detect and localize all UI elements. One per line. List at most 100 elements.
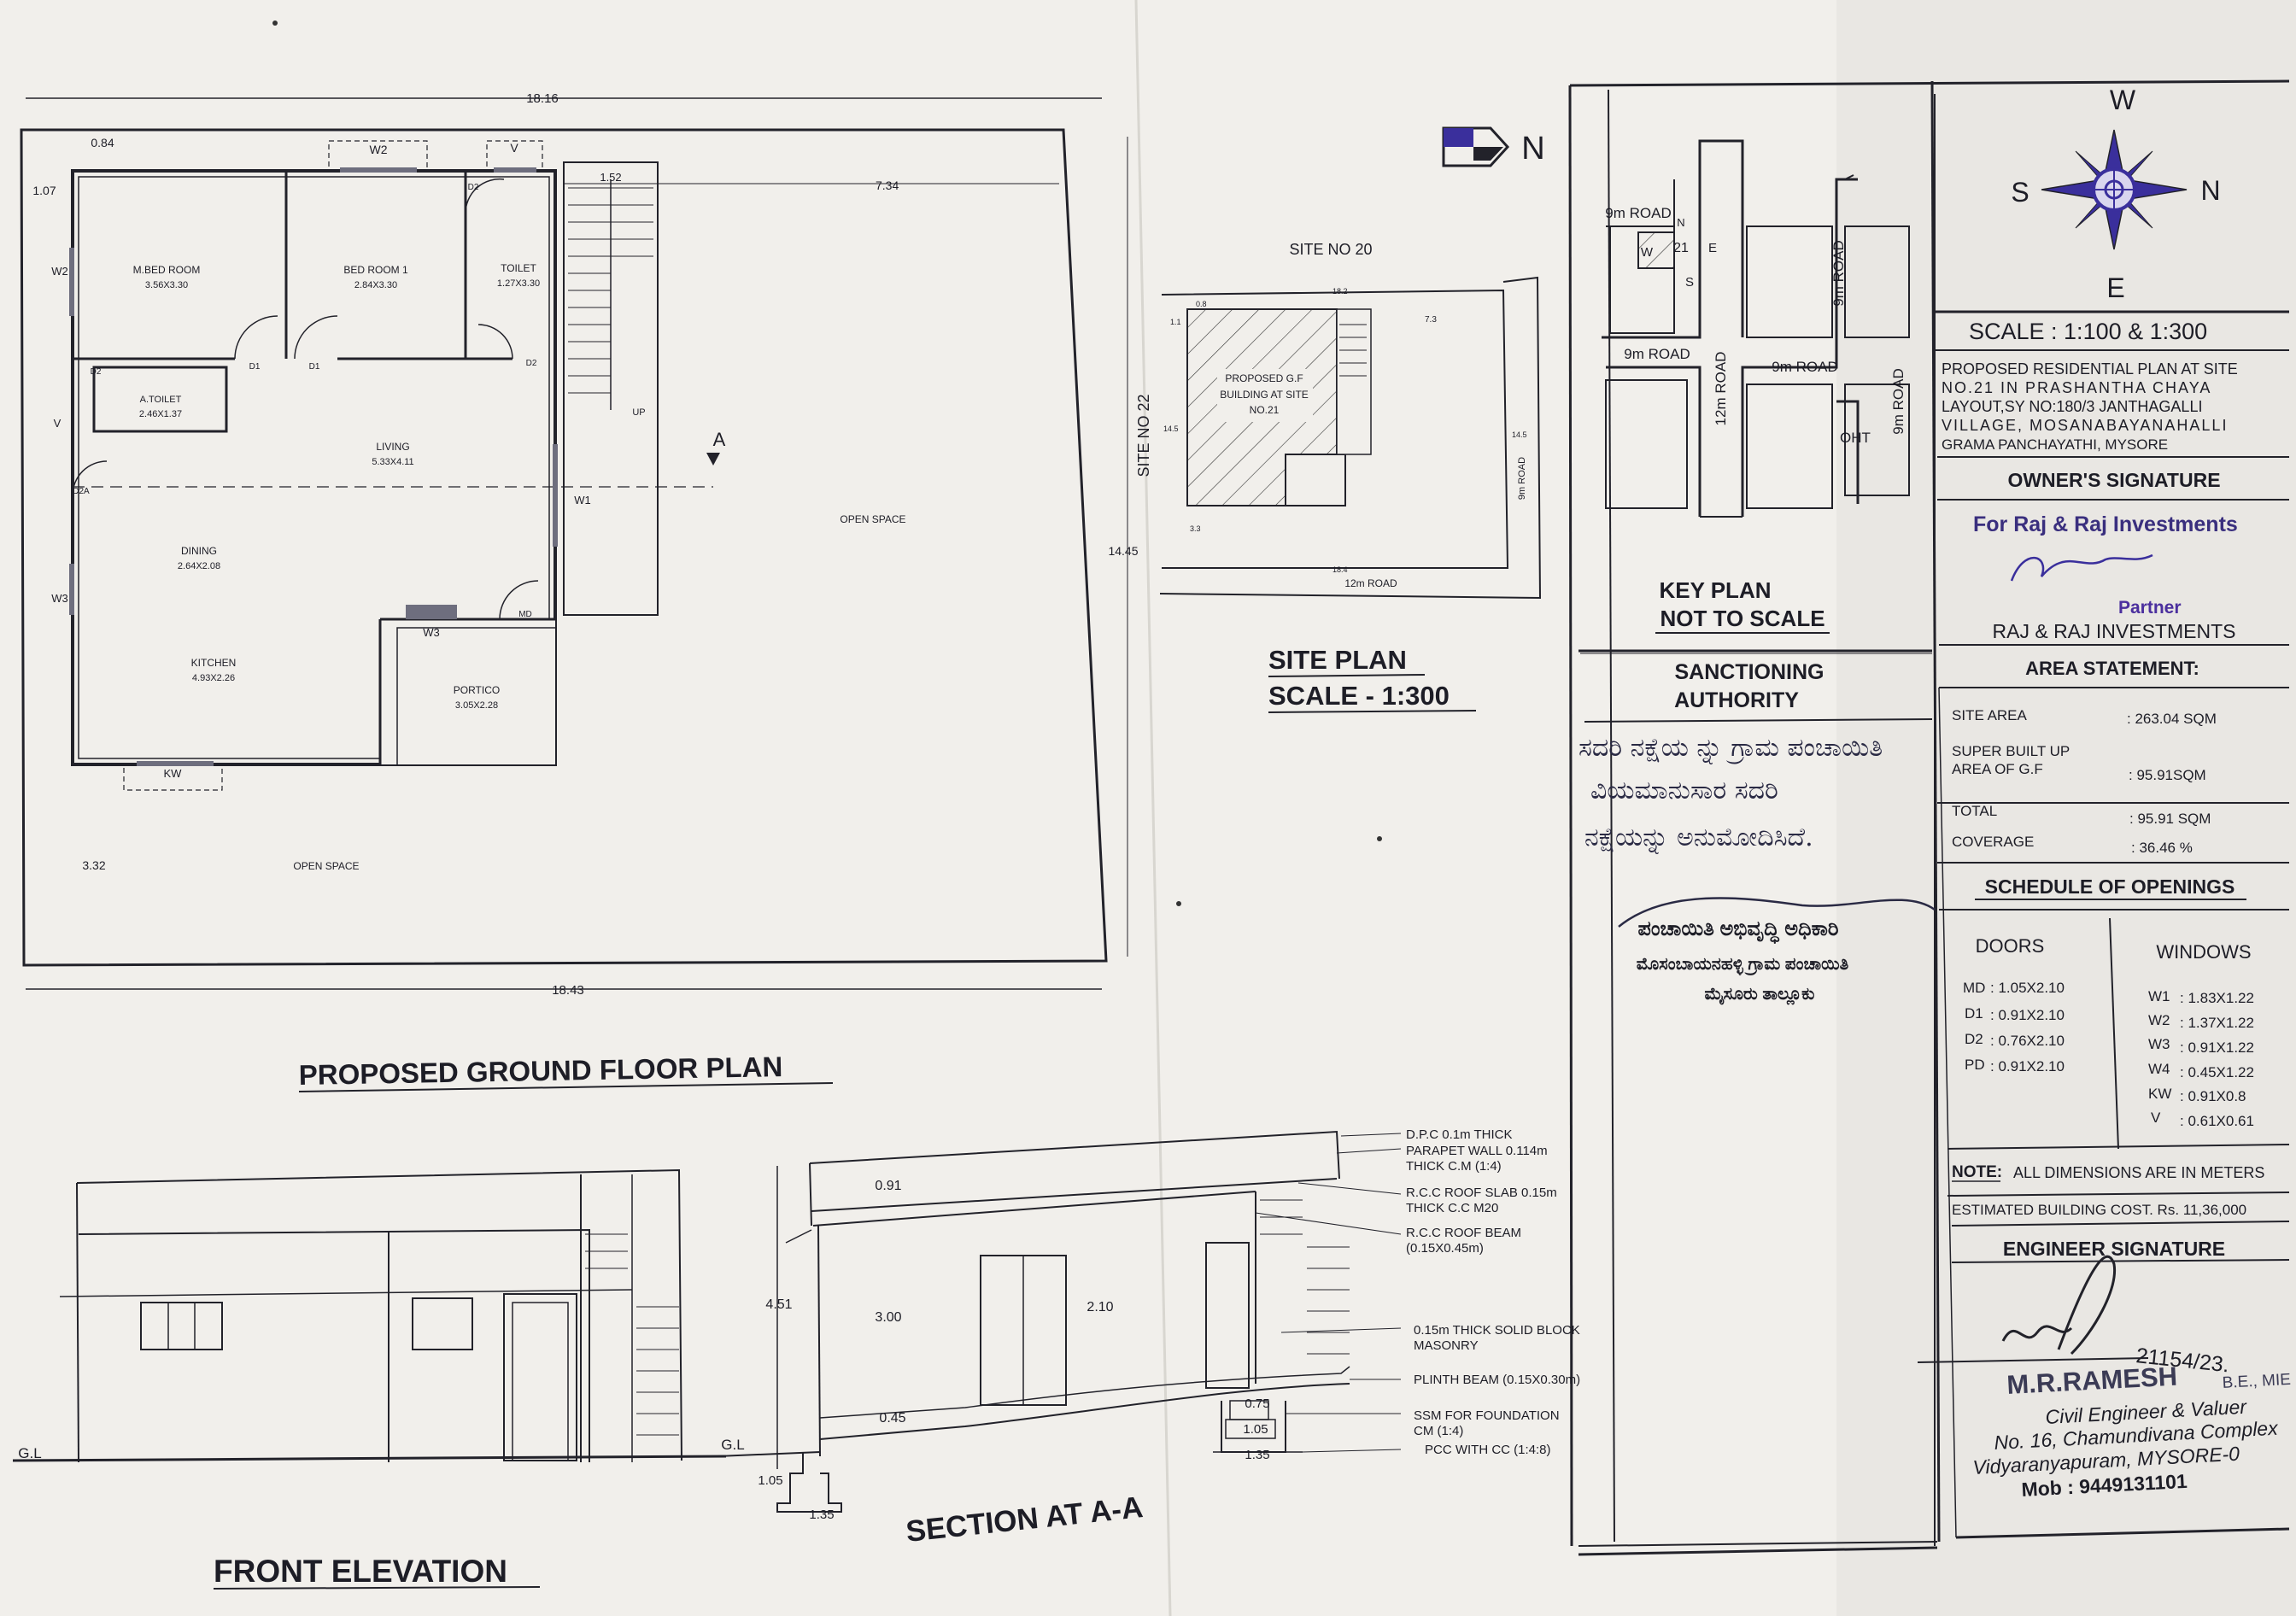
section-dim-fl2: 1.35 bbox=[809, 1508, 834, 1522]
dim-left-a: 0.84 bbox=[91, 136, 114, 149]
note-text: ALL DIMENSIONS ARE IN METERS bbox=[2013, 1164, 2264, 1181]
door-size-1: : 1.05X2.10 bbox=[1990, 980, 2065, 996]
room-living: LIVING bbox=[376, 441, 409, 453]
key-plan: 21 N E S W 9m ROAD 9m ROAD 9m ROAD 12m R… bbox=[1602, 139, 1910, 634]
window-size-6: : 0.61X0.61 bbox=[2180, 1113, 2254, 1129]
room-portico-size: 3.05X2.28 bbox=[455, 700, 498, 711]
area-value-coverage: : 36.46 % bbox=[2131, 840, 2193, 856]
dim-left-b: 1.07 bbox=[32, 184, 56, 197]
elevation-gl: G.L bbox=[18, 1445, 41, 1461]
window-code-4: W4 bbox=[2148, 1061, 2170, 1077]
door-code-1: MD bbox=[1963, 980, 1985, 996]
site-road-right: 9m ROAD bbox=[1517, 457, 1527, 500]
room-m-bed-room-size: 3.56X3.30 bbox=[145, 280, 188, 290]
dim-left-c: 3.32 bbox=[82, 858, 105, 872]
site-dim-bottom: 18.4 bbox=[1332, 565, 1348, 574]
section-arrow-icon bbox=[706, 453, 720, 465]
area-label-built-2: AREA OF G.F bbox=[1952, 761, 2043, 777]
site-building-line-3: NO.21 bbox=[1250, 404, 1280, 416]
window-size-2: : 1.37X1.22 bbox=[2180, 1015, 2254, 1031]
door-size-3: : 0.76X2.10 bbox=[1990, 1033, 2065, 1049]
project-line-3: LAYOUT,SY NO:180/3 JANTHAGALLI bbox=[1942, 398, 2202, 415]
section-note-1: D.P.C 0.1m THICK bbox=[1406, 1127, 1512, 1142]
key-road-6: 9m ROAD bbox=[1890, 368, 1906, 434]
sanction-stamp-line-3: ಮೈಸೂರು ತಾಲ್ಲೂಕು bbox=[1705, 985, 1815, 1006]
dim-top: 18.16 bbox=[526, 91, 559, 106]
section-note-6: PLINTH BEAM (0.15X0.30m) bbox=[1414, 1373, 1580, 1387]
section-note-3a: R.C.C ROOF SLAB 0.15m bbox=[1406, 1186, 1557, 1200]
opening-w3-left: W3 bbox=[51, 592, 68, 605]
area-value-site: : 263.04 SQM bbox=[2127, 711, 2217, 727]
site-building-line-2: BUILDING AT SITE bbox=[1220, 389, 1309, 401]
section-dim-f1: 0.75 bbox=[1245, 1396, 1269, 1411]
section-dim-total: 4.51 bbox=[765, 1297, 792, 1312]
opening-v-top: V bbox=[510, 141, 518, 155]
window-code-6: V bbox=[2151, 1110, 2161, 1126]
section-dim-f2: 1.05 bbox=[1243, 1422, 1268, 1437]
site-plan: SITE NO 20 SITE NO 22 PROPOSED G.F BUILD… bbox=[1135, 241, 1542, 713]
engineer-signature bbox=[2001, 1255, 2117, 1355]
section-stair-steps bbox=[1260, 1199, 1350, 1355]
section-note-7b: CM (1:4) bbox=[1414, 1424, 1463, 1438]
key-road-2: 9m ROAD bbox=[1624, 346, 1690, 362]
compass-rose bbox=[2041, 129, 2188, 250]
area-label-built-1: SUPER BUILT UP bbox=[1952, 743, 2070, 759]
section-dim-height: 3.00 bbox=[875, 1310, 901, 1325]
staircase bbox=[568, 179, 653, 410]
site-dim-side: 1.1 bbox=[1170, 318, 1181, 326]
section-dim-fl1: 1.05 bbox=[758, 1473, 782, 1488]
elevation-stair-steps bbox=[585, 1233, 679, 1436]
door-d2a: D2A bbox=[73, 487, 90, 496]
cost-text: ESTIMATED BUILDING COST. Rs. 11,36,000 bbox=[1952, 1202, 2246, 1218]
sanction-heading-1: SANCTIONING bbox=[1675, 660, 1824, 684]
area-label-site: SITE AREA bbox=[1952, 707, 2028, 723]
site-plan-left-label: SITE NO 22 bbox=[1135, 394, 1152, 477]
sanction-block: SANCTIONING AUTHORITY ಸದರಿ ನಕ್ಷೆಯ ನ್ನು ಗ… bbox=[1578, 660, 1936, 1006]
key-road-5: 9m ROAD bbox=[1830, 240, 1847, 306]
area-label-total: TOTAL bbox=[1952, 803, 1997, 819]
sanction-heading-2: AUTHORITY bbox=[1674, 688, 1799, 712]
window-size-3: : 0.91X1.22 bbox=[2180, 1039, 2254, 1056]
section-dim-f3: 1.35 bbox=[1245, 1448, 1269, 1462]
door-d1-a: D1 bbox=[249, 362, 261, 372]
section-gl: G.L bbox=[721, 1437, 744, 1453]
key-road-4: 12m ROAD bbox=[1713, 352, 1729, 426]
section-note-8: PCC WITH CC (1:4:8) bbox=[1425, 1443, 1551, 1457]
opening-w2-top: W2 bbox=[370, 143, 388, 156]
compass-e: E bbox=[2106, 272, 2124, 303]
owner-heading: OWNER'S SIGNATURE bbox=[2007, 469, 2220, 491]
section-note-4a: R.C.C ROOF BEAM bbox=[1406, 1226, 1521, 1240]
site-plan-top-label: SITE NO 20 bbox=[1289, 241, 1372, 258]
room-bed-room-1: BED ROOM 1 bbox=[343, 264, 408, 276]
doors-heading: DOORS bbox=[1976, 935, 2045, 957]
section-dim-lintel: 2.10 bbox=[1086, 1300, 1113, 1314]
open-space-bottom: OPEN SPACE bbox=[293, 860, 359, 872]
ground-floor-plan: 18.16 18.43 bbox=[20, 91, 1139, 1092]
opening-w1: W1 bbox=[574, 494, 591, 506]
title-block-text: SCALE : 1:100 & 1:300 PROPOSED RESIDENTI… bbox=[1917, 319, 2291, 1501]
engineer-heading: ENGINEER SIGNATURE bbox=[2003, 1238, 2225, 1260]
site-dim-left: 14.5 bbox=[1163, 424, 1179, 433]
key-road-3: 9m ROAD bbox=[1772, 359, 1837, 375]
door-d2-c: D2 bbox=[91, 367, 102, 377]
section-note-4b: (0.15X0.45m) bbox=[1406, 1241, 1484, 1256]
door-d2-a: D2 bbox=[526, 359, 537, 368]
dim-right-top: 7.34 bbox=[876, 179, 899, 192]
key-plan-title: KEY PLAN bbox=[1660, 577, 1772, 603]
site-dim-top-c: 7.3 bbox=[1425, 315, 1437, 325]
room-toilet: TOILET bbox=[501, 262, 536, 274]
compass-n: N bbox=[2200, 175, 2220, 206]
room-dining-size: 2.64X2.08 bbox=[178, 561, 220, 571]
site-dim-top-a: 0.8 bbox=[1196, 300, 1207, 308]
openings-heading: SCHEDULE OF OPENINGS bbox=[1985, 875, 2235, 898]
sanction-hand-line-2: ವಿಯಮಾನುಸಾರ ಸದರಿ bbox=[1590, 776, 1778, 805]
key-compass-n: N bbox=[1677, 216, 1684, 229]
door-d2-b: D2 bbox=[468, 183, 479, 192]
compass-w: W bbox=[2110, 85, 2136, 115]
section-dim-parapet: 0.91 bbox=[875, 1179, 901, 1193]
key-compass-e: E bbox=[1708, 241, 1717, 255]
site-dim-top-b: 18.2 bbox=[1332, 287, 1348, 296]
site-road-bottom: 12m ROAD bbox=[1344, 577, 1397, 589]
